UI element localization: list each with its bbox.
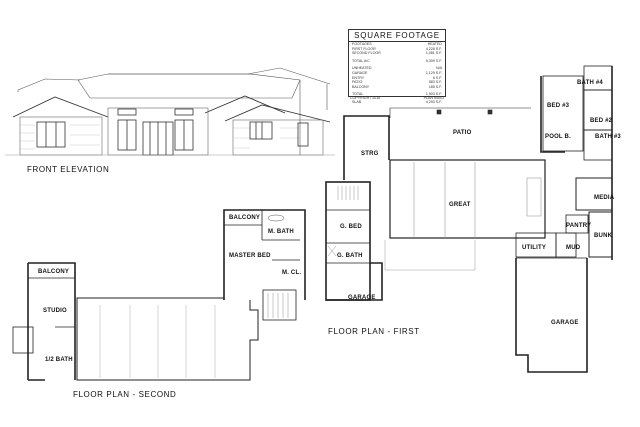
room-label-bath-4: BATH #4 (577, 80, 603, 86)
room-label-bunk: BUNK (594, 233, 613, 239)
room-label-garage-right: GARAGE (551, 320, 579, 326)
room-label-balcony-master: BALCONY (229, 215, 261, 221)
plan-number: PLAN #4003 (423, 96, 444, 100)
second-floor-drawing (12, 209, 306, 381)
room-label-utility: UTILITY (522, 245, 547, 251)
room-label-garage-left: GARAGE (348, 295, 376, 301)
copyright-text: COPYRIGHT 2016 (350, 96, 381, 100)
room-label-media: MEDIA (594, 195, 615, 201)
room-label-pantry: PANTRY (566, 223, 592, 229)
room-label-pool-bath: POOL B. (545, 134, 571, 140)
front-elevation-title: FRONT ELEVATION (27, 165, 110, 174)
room-label-half-bath: 1/2 BATH (45, 357, 73, 363)
room-label-mud: MUD (566, 245, 581, 251)
room-label-bed-2: BED #2 (590, 118, 613, 124)
room-label-bed-3: BED #3 (547, 103, 570, 109)
sqft-title: SQUARE FOOTAGE (349, 30, 445, 42)
sqft-row: GARAGE 1,129 S.F. (352, 70, 442, 75)
sqft-footer: COPYRIGHT 2016 PLAN #4003 (350, 96, 444, 100)
sqft-total-ac-row: TOTAL A/C 5,309 S.F. (352, 58, 442, 63)
room-label-g-bath: G. BATH (337, 253, 363, 259)
sqft-unheated-header-row: UNHEATED N/A (352, 66, 442, 71)
room-label-m-bath: M. BATH (268, 229, 294, 235)
square-footage-table: SQUARE FOOTAGE FOOTAGES HEATED FIRST FLO… (348, 29, 446, 104)
floor-plan-second-title: FLOOR PLAN - SECOND (73, 390, 177, 399)
room-label-strg: STRG (361, 151, 379, 157)
sqft-slab-row: SLAB 4,293 S.F. (352, 99, 442, 104)
sqft-row: SECOND FLOOR 1,081 S.F. (352, 51, 442, 56)
room-label-studio: STUDIO (43, 308, 67, 314)
room-label-balcony-studio: BALCONY (38, 269, 70, 275)
sqft-row: FIRST FLOOR 4,228 S.F. (352, 46, 442, 51)
room-label-m-cl: M. CL. (282, 270, 302, 276)
room-label-great: GREAT (449, 202, 471, 208)
sqft-total-row: TOTAL 1,903 S.F. (352, 92, 442, 97)
sqft-row: ENTRY 6 S.F. (352, 75, 442, 80)
floor-plan-first-title: FLOOR PLAN - FIRST (328, 327, 420, 336)
room-label-master-bed: MASTER BED (229, 253, 271, 259)
sqft-header-row: FOOTAGES HEATED (352, 42, 442, 46)
sqft-row: BALCONY 185 S.F. (352, 84, 442, 89)
room-label-g-bed: G. BED (340, 224, 362, 230)
first-floor-drawing (325, 65, 613, 373)
front-elevation-drawing (5, 67, 335, 156)
sqft-row: PATIO 583 S.F. (352, 80, 442, 85)
room-label-bath-3: BATH #3 (595, 134, 621, 140)
room-label-patio: PATIO (453, 130, 472, 136)
